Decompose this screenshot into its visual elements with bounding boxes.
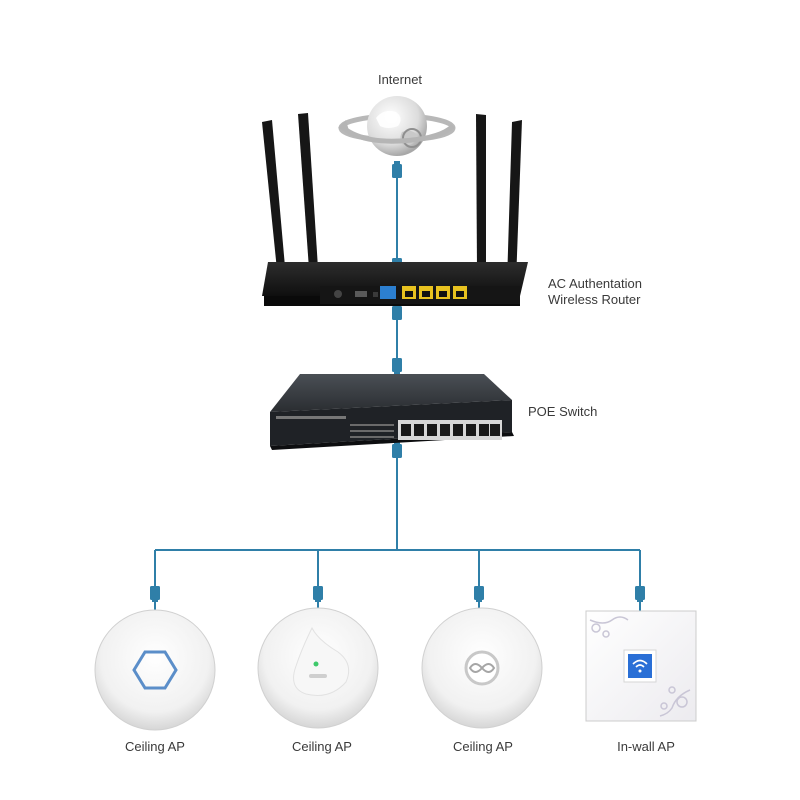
access-point-3 — [421, 607, 543, 729]
label-access-point-3: Ceiling AP — [453, 739, 513, 754]
router-antennas — [262, 113, 522, 282]
connector-ap-1 — [150, 586, 160, 602]
label-access-point-1: Ceiling AP — [125, 739, 185, 754]
wifi-icon — [632, 659, 648, 668]
switch-status-leds — [350, 424, 394, 438]
globe-icon — [338, 96, 456, 156]
access-point-2 — [257, 607, 379, 729]
connector-switch-top — [392, 358, 402, 374]
usb-port — [355, 291, 367, 297]
switch-ports — [398, 420, 502, 440]
label-router-line1: AC Authentation — [548, 276, 642, 291]
reset-button — [373, 292, 378, 297]
label-poe-switch: POE Switch — [528, 404, 598, 419]
label-access-point-4: In-wall AP — [617, 739, 675, 754]
ac-authentication-router — [262, 113, 528, 306]
connector-ap-2 — [313, 586, 323, 602]
status-led — [313, 661, 319, 667]
access-point-4 — [585, 610, 697, 722]
infinity-logo-icon — [468, 663, 496, 673]
connector-ap-3 — [474, 586, 484, 602]
floral-pattern — [589, 616, 691, 717]
label-access-point-2: Ceiling AP — [292, 739, 352, 754]
connector-ap-4 — [635, 586, 645, 602]
poe-switch — [270, 374, 514, 450]
switch-faceplate-print — [276, 416, 346, 419]
label-router: AC Authentation Wireless Router — [548, 276, 642, 308]
wan-port — [380, 286, 396, 299]
label-router-line2: Wireless Router — [548, 292, 641, 307]
power-jack — [334, 290, 342, 298]
access-point-1 — [94, 609, 216, 731]
label-internet: Internet — [377, 72, 423, 87]
hexagon-logo-icon — [132, 650, 178, 690]
connector-internet — [392, 161, 402, 178]
connector-switch-bottom — [392, 441, 402, 458]
cables — [154, 165, 641, 612]
